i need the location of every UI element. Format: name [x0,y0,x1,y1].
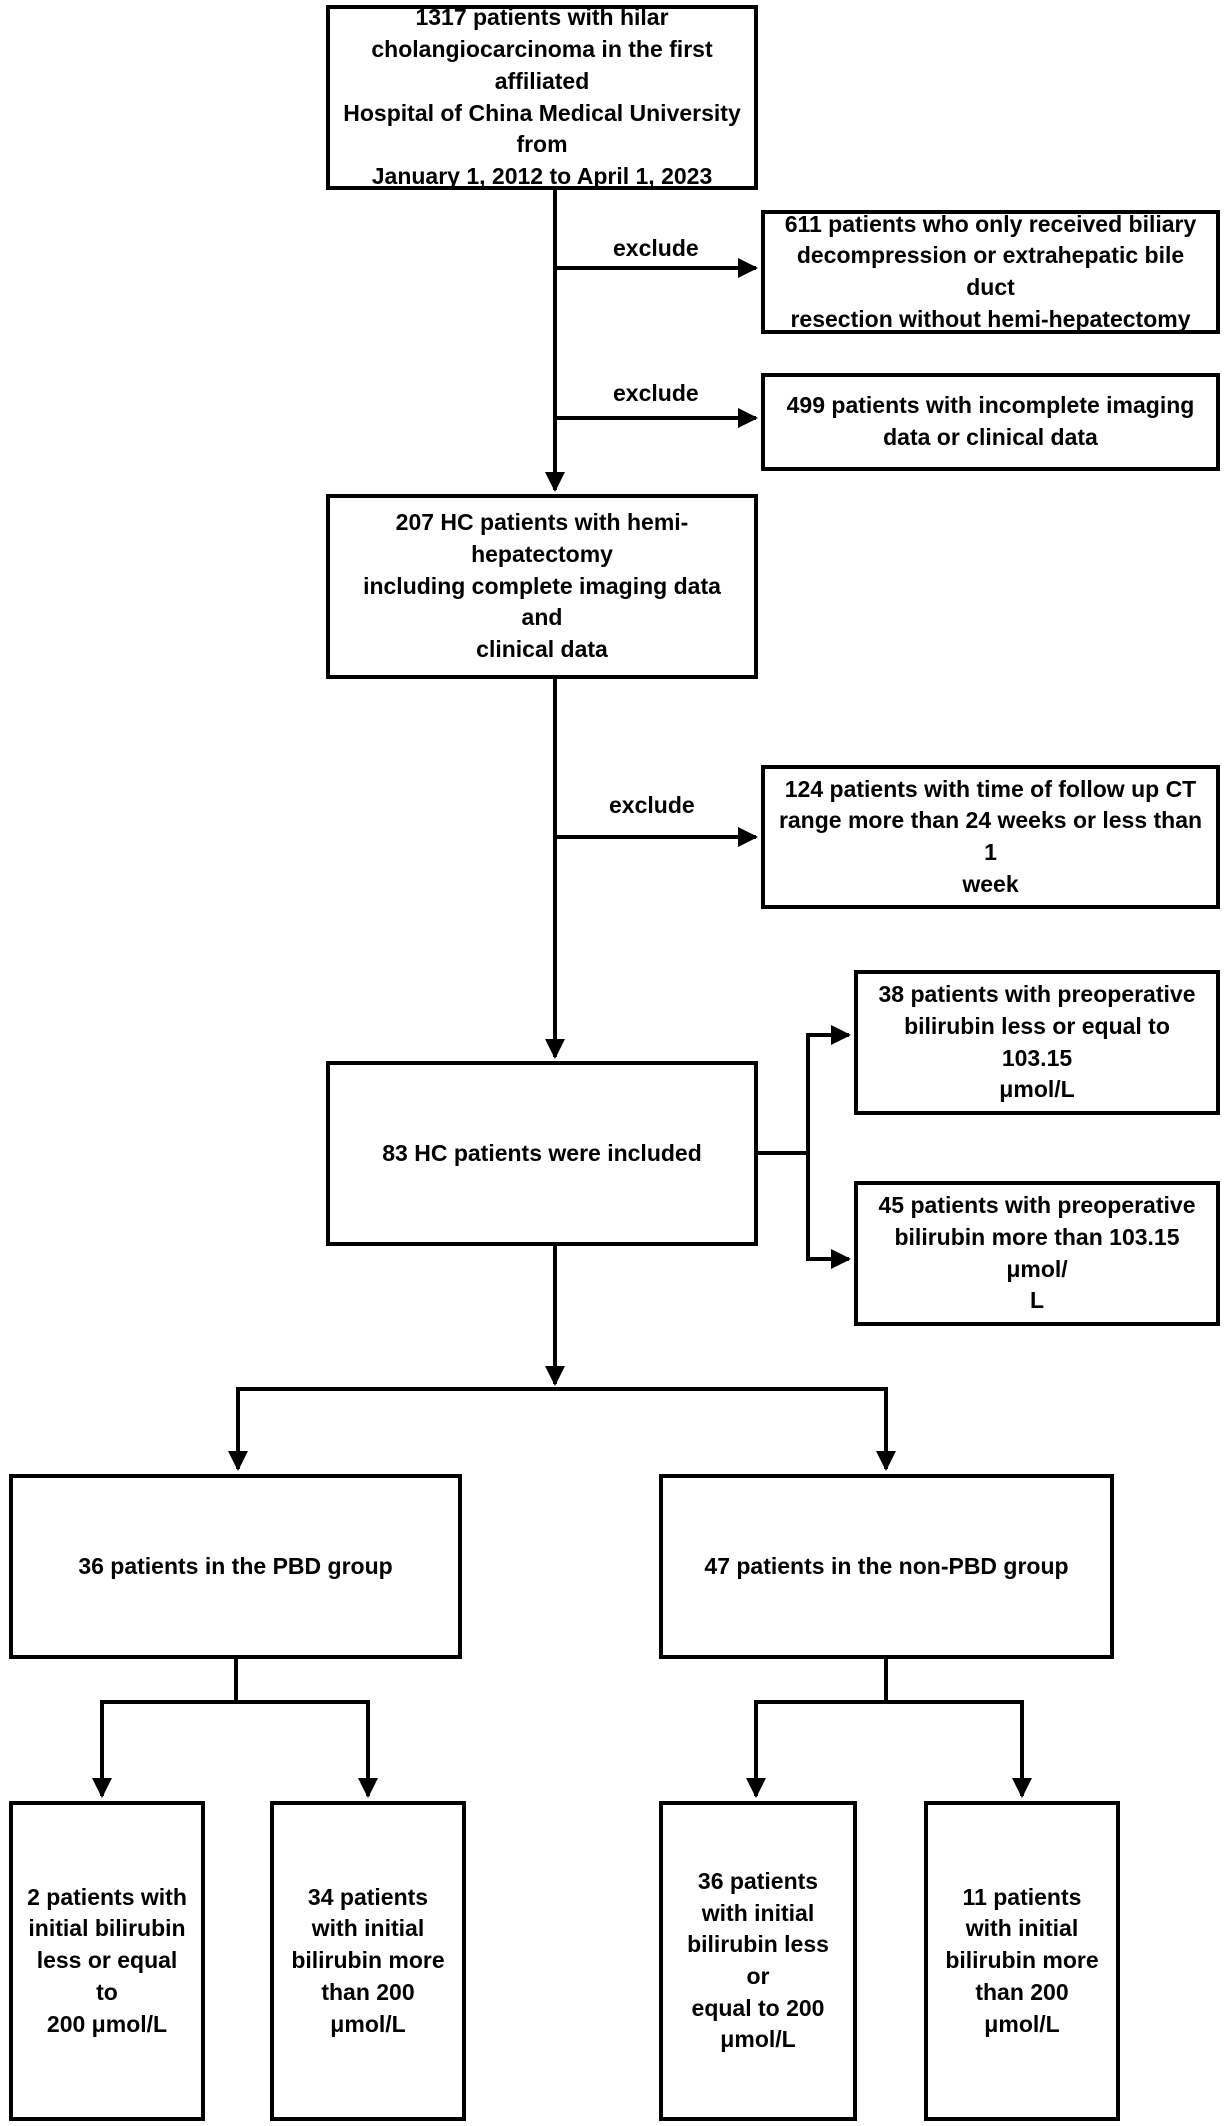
node-non-pbd-group: 47 patients in the non-PBD group [659,1474,1114,1659]
node-non-pbd-low-bilirubin: 36 patients with initial bilirubin less … [659,1801,857,2121]
node-pbd-high-bilirubin: 34 patients with initial bilirubin more … [270,1801,466,2121]
node-hemi-hepatectomy-text: 207 HC patients with hemi-hepatectomy in… [363,509,721,663]
node-start-text: 1317 patients with hilar cholangiocarcin… [343,4,741,189]
node-bilirubin-high: 45 patients with preoperative bilirubin … [854,1181,1220,1326]
node-pbd-high-bilirubin-text: 34 patients with initial bilirubin more … [291,1883,445,2037]
exclude-label-3: exclude [609,792,695,818]
node-hemi-hepatectomy: 207 HC patients with hemi-hepatectomy in… [326,494,758,679]
node-start-cohort: 1317 patients with hilar cholangiocarcin… [326,4,758,190]
node-exclude-follow-up-text: 124 patients with time of follow up CT r… [778,775,1203,897]
node-pbd-group-text: 36 patients in the PBD group [78,1552,393,1579]
node-included-text: 83 HC patients were included [382,1139,702,1166]
node-bilirubin-low-text: 38 patients with preoperative bilirubin … [878,981,1196,1103]
node-pbd-low-bilirubin-text: 2 patients with initial bilirubin less o… [27,1883,187,2037]
node-exclude-surgery-text: 611 patients who only received biliary d… [784,210,1197,332]
node-exclude-follow-up: 124 patients with time of follow up CT r… [761,765,1220,909]
node-non-pbd-high-bilirubin-text: 11 patients with initial bilirubin more … [945,1883,1099,2037]
node-non-pbd-group-text: 47 patients in the non-PBD group [704,1552,1069,1579]
node-exclude-incomplete-data-text: 499 patients with incomplete imaging dat… [786,392,1195,450]
node-bilirubin-high-text: 45 patients with preoperative bilirubin … [878,1192,1196,1314]
node-bilirubin-low: 38 patients with preoperative bilirubin … [854,970,1220,1115]
node-exclude-incomplete-data: 499 patients with incomplete imaging dat… [761,373,1220,471]
node-exclude-surgery: 611 patients who only received biliary d… [761,210,1220,334]
exclude-label-1: exclude [613,235,699,261]
node-non-pbd-high-bilirubin: 11 patients with initial bilirubin more … [924,1801,1120,2121]
node-pbd-low-bilirubin: 2 patients with initial bilirubin less o… [9,1801,205,2121]
node-included: 83 HC patients were included [326,1061,758,1246]
exclude-label-2: exclude [613,380,699,406]
node-pbd-group: 36 patients in the PBD group [9,1474,462,1659]
node-non-pbd-low-bilirubin-text: 36 patients with initial bilirubin less … [687,1867,829,2053]
